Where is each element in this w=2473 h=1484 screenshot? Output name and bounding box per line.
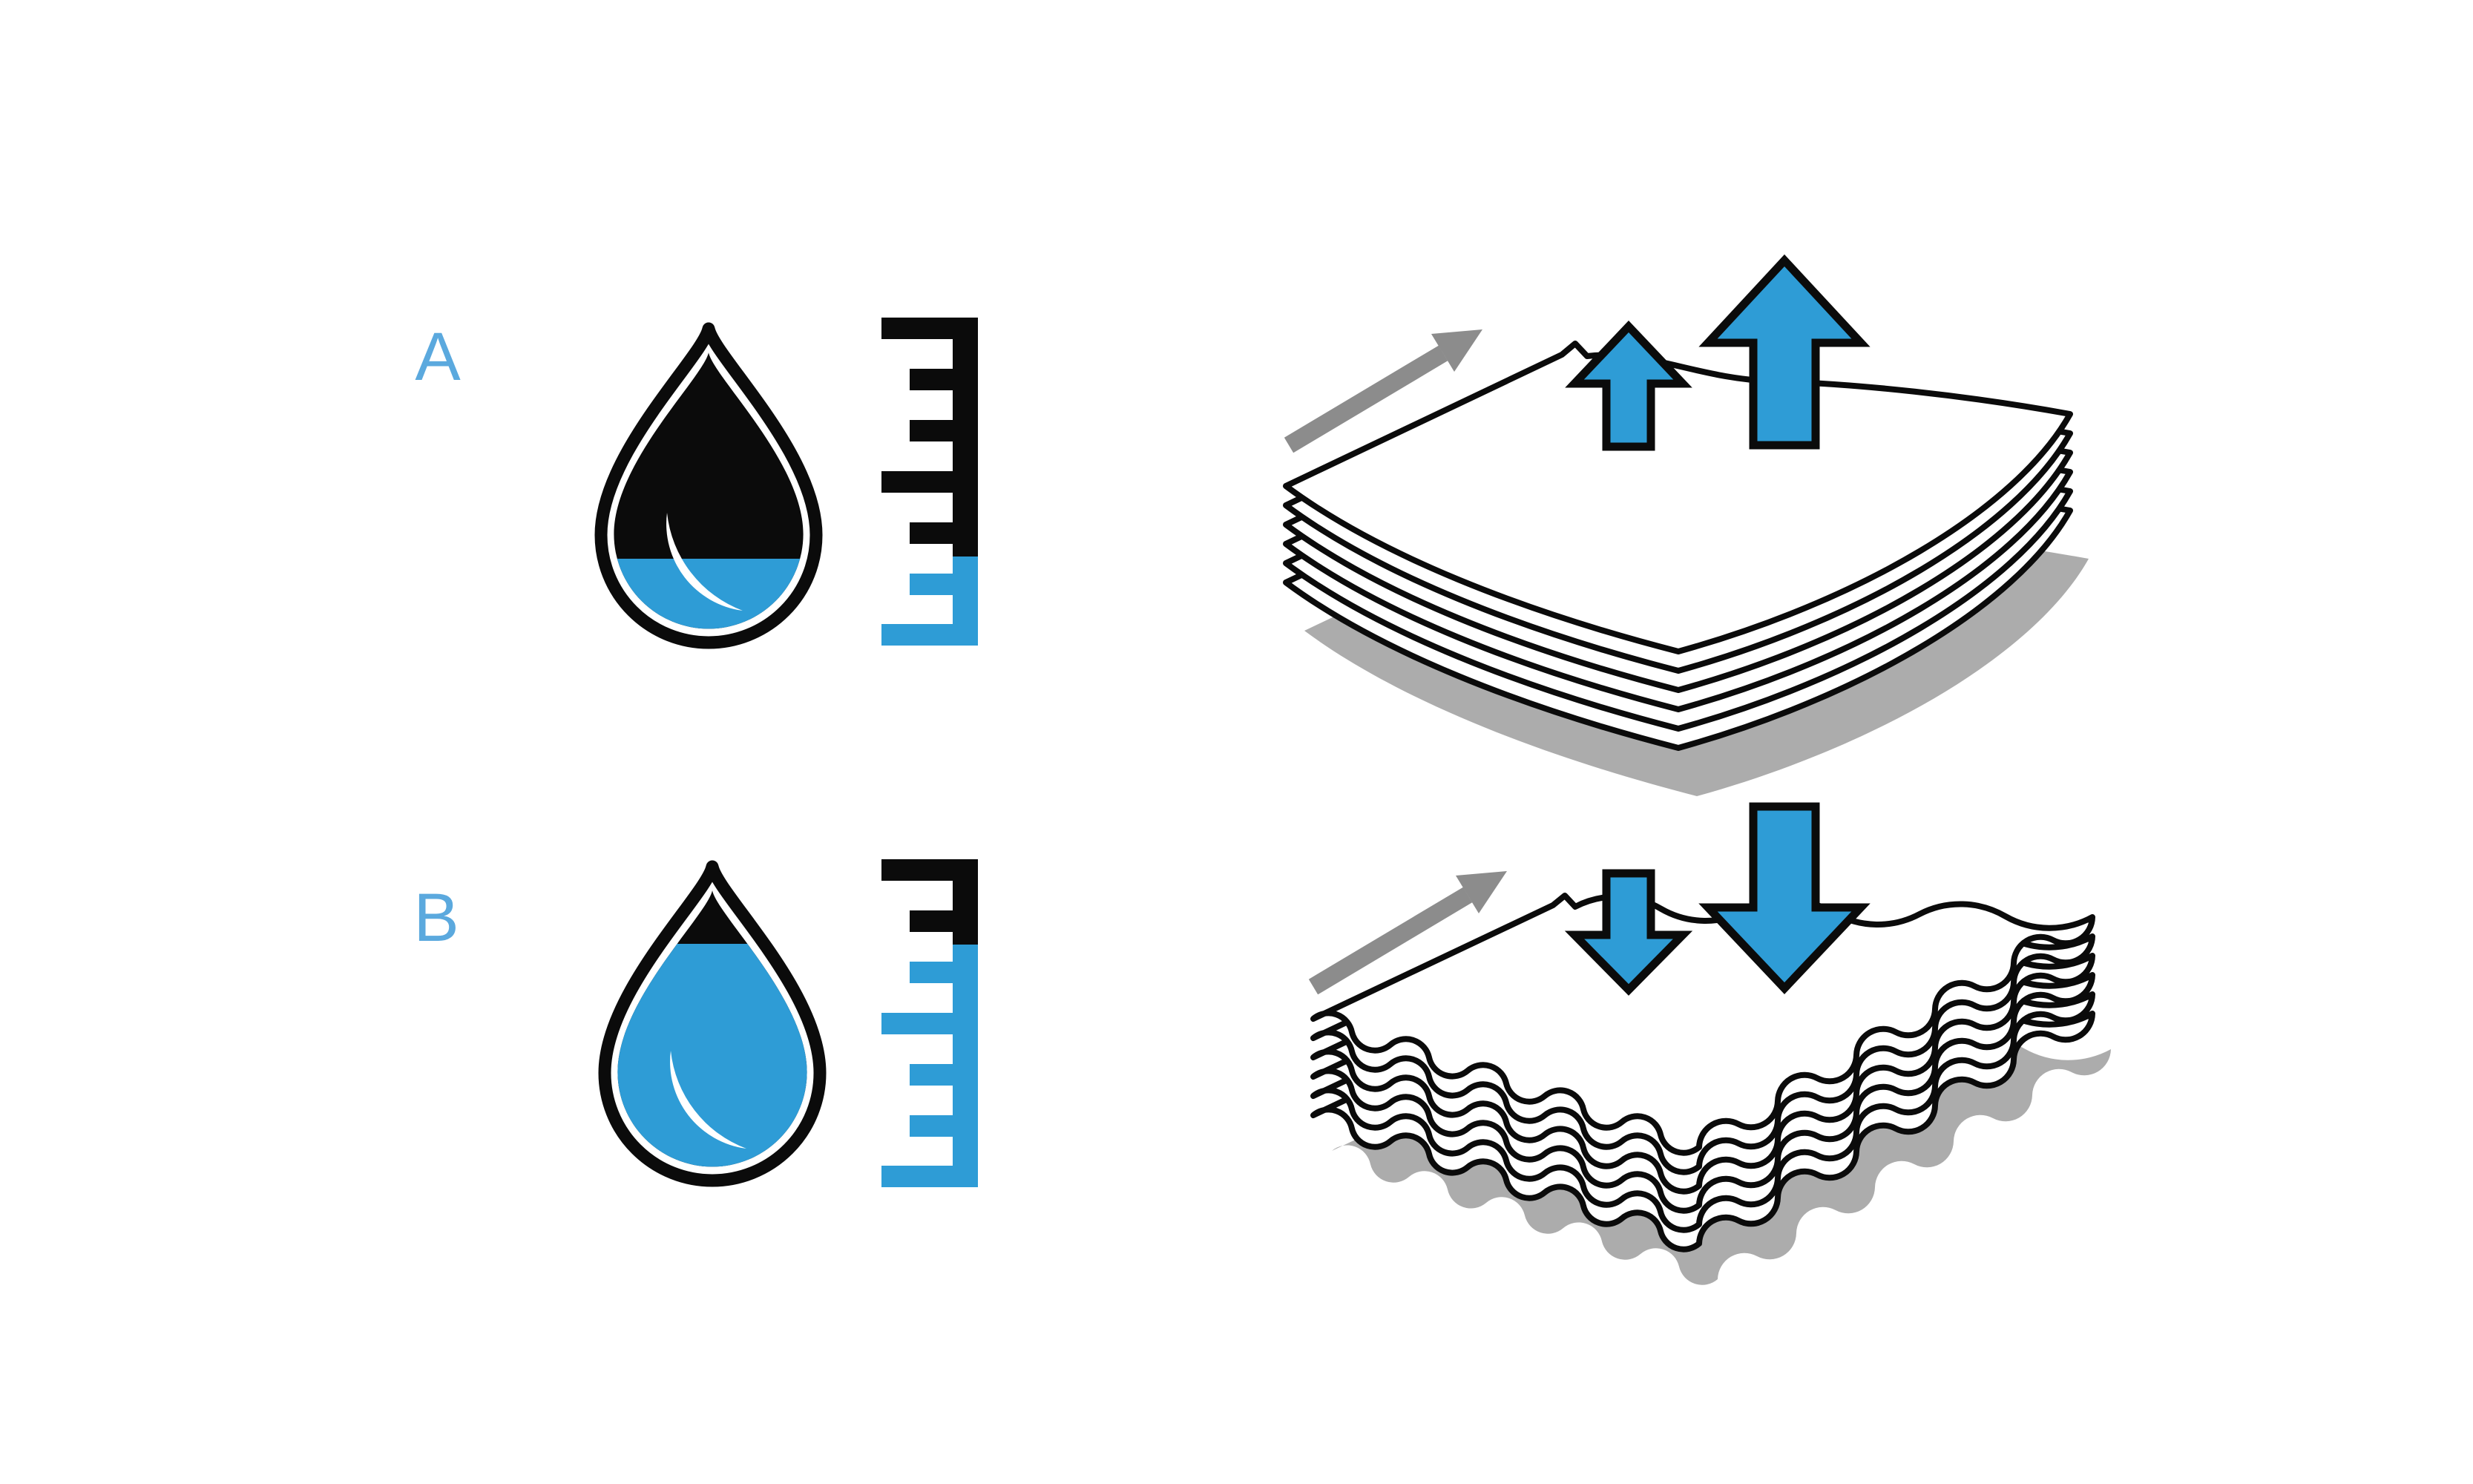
- droplet-highlight: [666, 513, 743, 611]
- large-down-arrow: [1698, 802, 1871, 995]
- up-arrows-icon: [1565, 254, 1871, 451]
- large-up-arrow: [1698, 254, 1871, 450]
- level-gauge-icon: [881, 859, 978, 1187]
- panel-b: B: [413, 802, 2111, 1285]
- water-droplet-icon: [596, 321, 821, 648]
- panel-a: A: [415, 254, 2089, 796]
- down-arrows-icon: [1564, 802, 1871, 996]
- small-down-arrow: [1564, 869, 1693, 996]
- paper-stack-icon: [1313, 896, 2111, 1285]
- small-up-arrow: [1565, 321, 1692, 451]
- panel-a-label: A: [415, 319, 461, 395]
- paper-stack-icon: [1286, 344, 2089, 796]
- droplet-highlight: [670, 1051, 746, 1149]
- level-gauge-icon: [881, 318, 978, 646]
- panel-b-label: B: [413, 880, 459, 956]
- water-droplet-icon: [600, 859, 825, 1186]
